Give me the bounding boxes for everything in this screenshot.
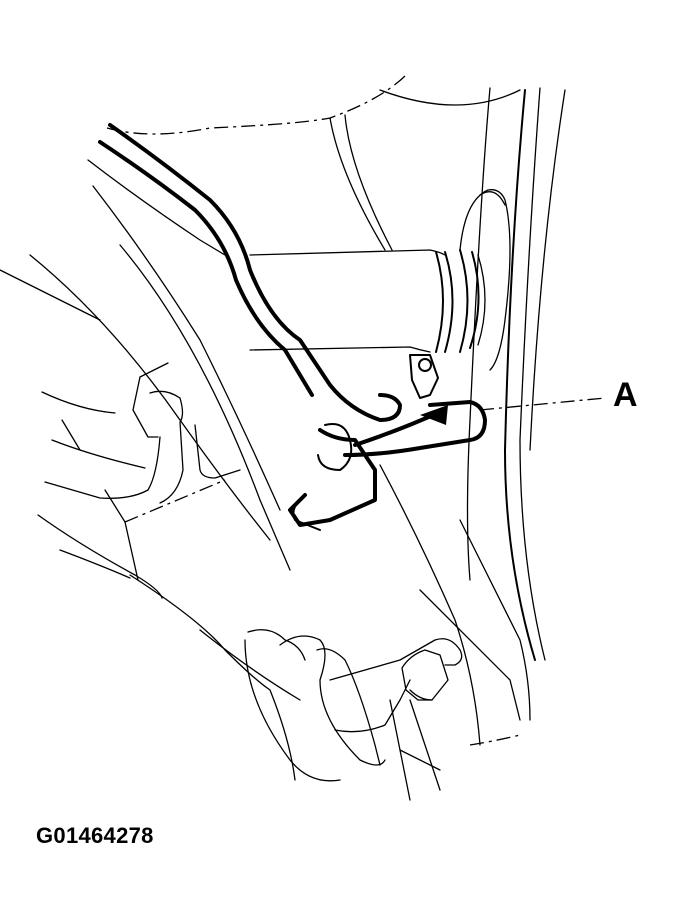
frame-member: [0, 159, 291, 571]
direction-arrow: [420, 405, 448, 425]
callout-leader-line: [479, 397, 606, 411]
upper-body-panel: [106, 75, 406, 251]
lower-bushing-mount: [244, 629, 463, 801]
lower-body-arc: [129, 574, 301, 781]
figure-id: G01464278: [36, 823, 154, 848]
lower-right-panel: [379, 464, 531, 746]
wheel-well-edge: [379, 87, 566, 661]
connector-assembly: [288, 354, 487, 531]
callout-label-a: A: [613, 376, 638, 414]
main-brake-pipe: [98, 123, 402, 422]
left-mount-bracket: [37, 362, 241, 599]
hub-disk: [459, 189, 511, 371]
hose-cylinder: [249, 249, 486, 353]
